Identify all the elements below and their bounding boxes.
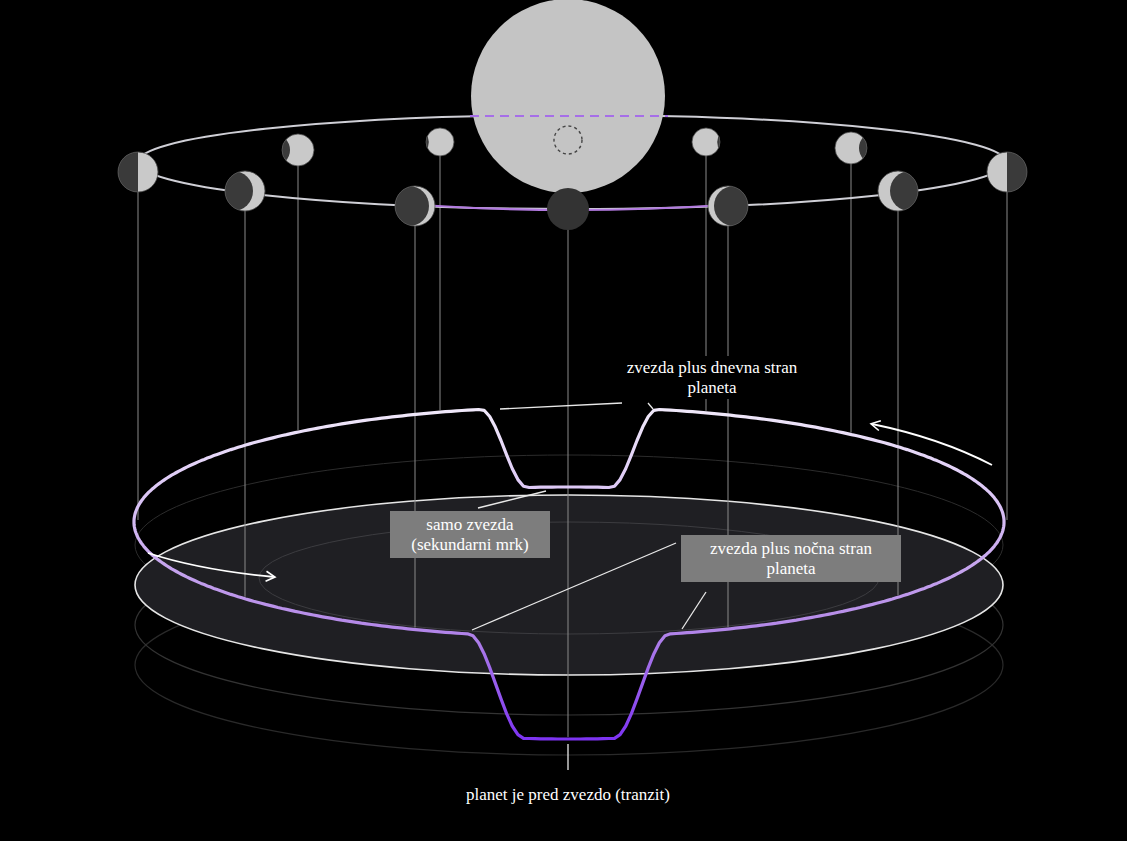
planet-outline	[282, 134, 314, 166]
planet-night	[213, 171, 253, 211]
planet-outline	[835, 132, 867, 164]
planet-lit	[987, 152, 1027, 192]
planet-outline	[878, 171, 918, 211]
text: zvezda plus dnevna stran planeta	[607, 358, 817, 397]
note-box: samo zvezda (sekundarni mrk)	[390, 511, 550, 558]
text: planet je pred zvezdo (tranzit)	[463, 785, 673, 805]
planet-night	[1007, 152, 1027, 192]
planet-outline	[395, 186, 435, 226]
planet-lit	[426, 128, 454, 156]
leader-lines	[472, 403, 706, 770]
hidden-planet	[554, 126, 582, 154]
planet-outline	[692, 128, 720, 156]
planet-night	[717, 128, 745, 156]
planet	[258, 134, 314, 166]
text: zvezda plus nočna stran planeta	[691, 539, 891, 578]
planet	[835, 132, 891, 164]
drop-line	[415, 226, 416, 628]
direction-arrow	[872, 424, 992, 465]
direction-arrow	[148, 553, 274, 577]
orbit-plane-disc	[135, 495, 1003, 675]
light-curve	[134, 410, 1004, 740]
hidden-orbit	[470, 115, 668, 117]
note-box: zvezda plus nočna stran planeta	[681, 535, 901, 582]
planet-outline	[987, 152, 1027, 192]
text: samo zvezda (sekundarni mrk)	[400, 515, 540, 554]
planet	[213, 171, 265, 211]
star	[471, 0, 665, 193]
callout-label: planet je pred zvezdo (tranzit)	[457, 783, 679, 807]
planet-lit	[118, 152, 158, 192]
transit-planet	[547, 188, 589, 230]
planet	[708, 186, 754, 226]
planet-phases	[118, 128, 1027, 226]
planet-night	[258, 134, 290, 166]
planet	[987, 152, 1027, 192]
planet	[692, 128, 745, 156]
drop-lines	[138, 156, 1007, 737]
planet-outline	[426, 128, 454, 156]
callout-label: zvezda plus dnevna stran planeta	[601, 356, 823, 399]
drop-line	[440, 156, 441, 410]
planet	[118, 152, 158, 192]
drop-line	[138, 192, 139, 520]
planet	[401, 128, 454, 156]
drop-line	[568, 230, 569, 737]
drop-line	[298, 166, 299, 430]
planet-outline	[708, 186, 748, 226]
planet-night	[401, 128, 429, 156]
planet	[878, 171, 930, 211]
drop-line	[245, 211, 246, 597]
drop-line	[851, 164, 852, 432]
planet-outline	[118, 152, 158, 192]
drop-line	[1007, 192, 1008, 520]
planet-night	[118, 152, 138, 192]
planet-night	[890, 171, 930, 211]
planet-night	[859, 132, 891, 164]
planet-outline	[225, 171, 265, 211]
planet	[389, 186, 435, 226]
planet-lit	[692, 128, 720, 156]
